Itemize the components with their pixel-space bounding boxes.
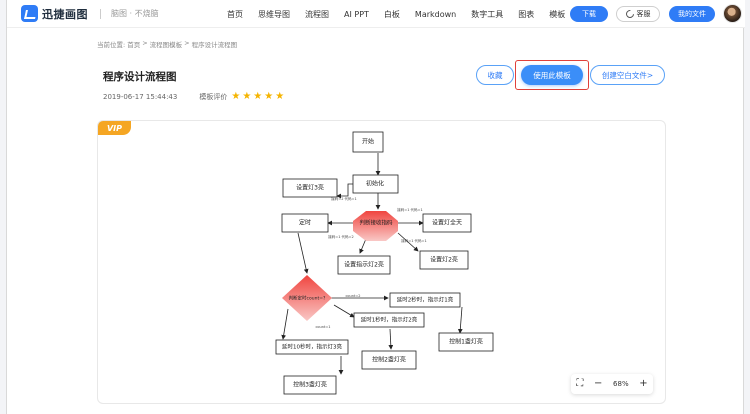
breadcrumb-separator: > — [142, 39, 148, 47]
node-ctrl1: 控制1盏灯亮 — [449, 338, 483, 346]
logo-icon — [21, 5, 38, 22]
nav-ai-ppt[interactable]: AI PPT — [344, 9, 369, 19]
node-delay10: 延时10秒时，指示灯3亮 — [282, 343, 342, 351]
node-timer: 定时 — [299, 219, 311, 227]
edge-label: count=2 — [345, 294, 360, 298]
node-allday: 设置灯全天 — [432, 219, 462, 227]
logo[interactable]: 迅捷画图 脑图 · 不烧脑 — [21, 5, 159, 22]
edge-label: 接码=2 代码=1 — [331, 196, 356, 201]
breadcrumb-home[interactable]: 首页 — [127, 41, 141, 49]
zoom-in-icon[interactable]: + — [639, 378, 648, 389]
download-button[interactable]: 下载 — [570, 6, 608, 22]
nav-home[interactable]: 首页 — [227, 9, 243, 19]
breadcrumb: 当前位置: 首页 > 流程图模板 > 程序设计流程图 — [97, 39, 237, 49]
rating-stars: ★ ★ ★ ★ ★ — [231, 92, 284, 102]
page-title: 程序设计流程图 — [103, 71, 177, 83]
node-light2on: 设置灯2亮 — [430, 256, 458, 264]
edge-label: 接码=1 代码=2 — [328, 234, 353, 239]
node-init: 初始化 — [366, 180, 384, 188]
node-judgetime: 判断定时count=? — [289, 295, 326, 302]
node-ctrl3: 控制3盏灯亮 — [293, 381, 327, 389]
breadcrumb-flowchart-templates[interactable]: 流程图模板 — [149, 41, 183, 49]
node-start: 开始 — [362, 138, 374, 146]
flowchart-nodes: 开始 初始化 设置灯3亮 判断接收指码 设置灯全天 定时 设置灯2亮 设置指示灯… — [275, 131, 494, 395]
node-delay2: 延时2秒时，指示灯1亮 — [397, 296, 454, 304]
nav-flowchart[interactable]: 流程图 — [305, 9, 329, 19]
nav-markdown[interactable]: Markdown — [414, 9, 457, 19]
star-icon: ★ — [275, 91, 285, 102]
edge-label: 接码=1 代码=1 — [397, 207, 422, 212]
highlight-box — [515, 60, 589, 90]
user-avatar[interactable] — [723, 4, 742, 23]
nav-digital-tools[interactable]: 数字工具 — [471, 9, 504, 19]
breadcrumb-current: 程序设计流程图 — [191, 41, 238, 49]
customer-service-button[interactable]: 客服 — [616, 6, 660, 22]
logo-divider — [100, 8, 101, 19]
customer-service-label: 客服 — [636, 10, 651, 18]
app-frame: 迅捷画图 脑图 · 不烧脑 首页 思维导图 流程图 AI PPT 白板 Mark… — [6, 0, 745, 414]
template-meta: 2019-06-17 15:44:43 模板评价 ★ ★ ★ ★ ★ — [103, 92, 284, 102]
flowchart-edge-labels: 接码=2 代码=1 接码=1 代码=1 接码=1 代码=1 接码=1 代码=2 … — [315, 196, 426, 329]
star-icon: ★ — [264, 91, 274, 102]
zoom-out-icon[interactable]: − — [593, 378, 603, 389]
star-icon: ★ — [242, 91, 252, 102]
star-icon: ★ — [253, 91, 263, 102]
logo-text: 迅捷画图 — [42, 7, 88, 21]
node-showlight2: 设置指示灯2亮 — [344, 261, 384, 269]
vip-badge: VIP — [98, 121, 131, 135]
nav-mindmap[interactable]: 思维导图 — [258, 9, 290, 19]
breadcrumb-label: 当前位置: — [97, 41, 126, 49]
zoom-level: 68% — [613, 380, 629, 388]
fullscreen-icon[interactable]: ⛶ — [576, 378, 584, 389]
rating-label: 模板评价 — [199, 93, 228, 101]
use-template-button[interactable]: 使用此模板 — [521, 65, 583, 85]
template-preview-card: 开始 初始化 设置灯3亮 判断接收指码 设置灯全天 定时 设置灯2亮 设置指示灯… — [97, 120, 666, 404]
edge-label: count=1 — [315, 325, 330, 329]
my-files-button[interactable]: 我的文件 — [669, 6, 715, 22]
zoom-controls: ⛶ − 68% + — [571, 374, 653, 394]
main-nav: 首页 思维导图 流程图 AI PPT 白板 Markdown 数字工具 图表 模… — [227, 0, 611, 28]
node-judge: 判断接收指码 — [359, 219, 393, 227]
nav-templates[interactable]: 模板 — [549, 9, 566, 19]
top-header: 迅捷画图 脑图 · 不烧脑 首页 思维导图 流程图 AI PPT 白板 Mark… — [7, 0, 745, 28]
nav-charts[interactable]: 图表 — [518, 9, 535, 19]
star-icon: ★ — [231, 91, 241, 102]
headset-icon — [623, 8, 636, 20]
publish-date: 2019-06-17 15:44:43 — [103, 93, 178, 101]
breadcrumb-separator: > — [184, 39, 190, 47]
flowchart-diagram: 开始 初始化 设置灯3亮 判断接收指码 设置灯全天 定时 设置灯2亮 设置指示灯… — [275, 131, 494, 395]
nav-whiteboard[interactable]: 白板 — [383, 9, 400, 19]
node-light3on: 设置灯3亮 — [296, 184, 324, 192]
node-delay1: 延时1秒时，指示灯2亮 — [361, 316, 418, 324]
node-ctrl2: 控制2盏灯亮 — [372, 356, 406, 364]
collect-button[interactable]: 收藏 — [476, 65, 514, 85]
create-blank-file-button[interactable]: 创建空白文件> — [590, 65, 665, 85]
edge-label: 接码=1 代码=1 — [401, 238, 426, 243]
logo-slogan: 脑图 · 不烧脑 — [111, 9, 159, 18]
flowchart-edges — [281, 153, 463, 375]
